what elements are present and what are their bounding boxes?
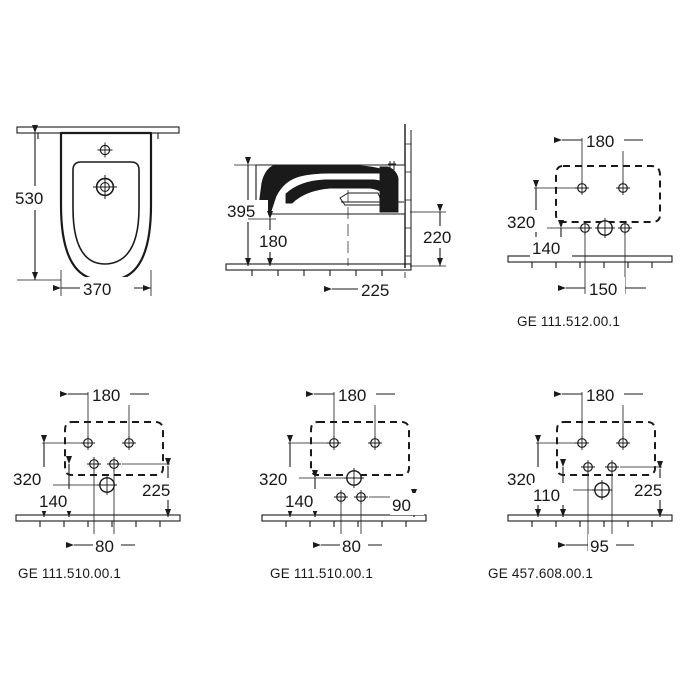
dim-label-180-m1: 180 (586, 132, 614, 151)
fixing-hole-top (97, 142, 113, 158)
mounting-plan-bottom-left: 180 320 140 225 80 GE 111.510.00.1 (11, 383, 184, 581)
dimension-80-m3: 80 (313, 521, 382, 556)
dimension-140-m1: 140 (530, 220, 572, 259)
dimension-225-m2: 225 (140, 458, 184, 517)
dim-label-95-m4: 95 (590, 537, 609, 556)
side-section-view: 395 180 220 225 (224, 124, 464, 300)
body-outline-dashed-m3 (310, 421, 410, 476)
dim-label-225-m2: 225 (142, 481, 170, 500)
dimension-320-m2: 320 (11, 435, 53, 517)
dim-label-320-m1: 320 (507, 213, 535, 232)
dim-label-140-m2: 140 (39, 492, 67, 511)
dimension-370: 370 (53, 270, 152, 299)
dim-label-320-m2: 320 (13, 470, 41, 489)
dim-label-180-m2: 180 (92, 386, 120, 405)
dim-label-320-m4: 320 (507, 470, 535, 489)
dimension-180-m2: 180 (60, 383, 149, 405)
dim-label-110-m4: 110 (533, 486, 560, 505)
dimension-110-m4: 110 (531, 459, 573, 517)
dim-label-180-m4: 180 (586, 386, 614, 405)
dimension-180-m4: 180 (554, 383, 643, 405)
mounting-plan-top-right: 180 320 140 150 GE 111.512.00.1 (505, 129, 673, 329)
dim-label-140-m1: 140 (532, 239, 560, 258)
dim-label-180-m3: 180 (338, 386, 366, 405)
floor-line-m1 (507, 255, 673, 268)
wall-vertical-side (404, 124, 412, 268)
mounting-plan-bottom-right: 180 320 110 225 95 GE 457.608.00.1 (488, 383, 678, 581)
body-outline-dashed-m4 (556, 421, 656, 476)
floor-line-m2 (15, 514, 181, 527)
dimension-180-m3: 180 (306, 383, 395, 405)
bowl-outline (59, 131, 153, 282)
floor-line-m3 (261, 514, 427, 527)
dim-label-320-m3: 320 (259, 470, 287, 489)
floor-line-side (225, 263, 412, 276)
dimension-320-m4: 320 (505, 435, 547, 517)
bowl-profile-section (257, 161, 404, 215)
dim-label-140-m3: 140 (285, 492, 313, 511)
dim-label-530: 530 (15, 189, 43, 208)
dim-label-395: 395 (227, 202, 255, 221)
dim-label-80-m3: 80 (342, 537, 361, 556)
dimension-140-m3: 140 (283, 470, 325, 517)
dimension-320-m1: 320 (505, 180, 547, 258)
dimension-225-side: 225 (324, 272, 406, 300)
dim-label-225-side: 225 (361, 281, 389, 300)
service-holes-m4 (581, 460, 619, 500)
dim-label-370: 370 (83, 280, 111, 299)
outlet-hole-center (93, 175, 117, 199)
dim-label-180-side: 180 (259, 232, 287, 251)
mounting-plan-bottom-center: 180 320 140 90 80 GE 111.510.00.1 (257, 383, 427, 581)
part-number-m1: GE 111.512.00.1 (517, 314, 620, 329)
dimension-150-m1: 150 (558, 262, 646, 299)
dimension-180-m1: 180 (554, 129, 643, 151)
part-number-m4: GE 457.608.00.1 (488, 566, 593, 581)
dimension-80-m2: 80 (66, 521, 135, 556)
dimension-395: 395 (224, 157, 268, 266)
floor-line-m4 (507, 514, 673, 527)
front-elevation-view: 530 370 (12, 125, 180, 299)
dimension-225-m4: 225 (632, 461, 678, 517)
dimension-95-m4: 95 (558, 521, 634, 556)
dimension-530: 530 (12, 125, 61, 281)
service-holes-m3 (334, 468, 368, 504)
dim-label-150-m1: 150 (589, 280, 617, 299)
dim-label-220: 220 (423, 228, 451, 247)
dim-label-90-m3: 90 (392, 496, 411, 515)
part-number-m3: GE 111.510.00.1 (270, 566, 373, 581)
dim-label-80-m2: 80 (95, 537, 114, 556)
dim-label-225-m4: 225 (634, 481, 662, 500)
part-number-m2: GE 111.510.00.1 (18, 566, 121, 581)
dimension-180-side: 180 (248, 211, 300, 266)
dimension-140-m2: 140 (37, 456, 79, 517)
body-outline-dashed-m1 (555, 165, 661, 223)
dimension-220: 220 (410, 204, 464, 267)
body-outline-dashed-m2 (64, 421, 164, 476)
dimension-90-m3: 90 (390, 489, 424, 517)
